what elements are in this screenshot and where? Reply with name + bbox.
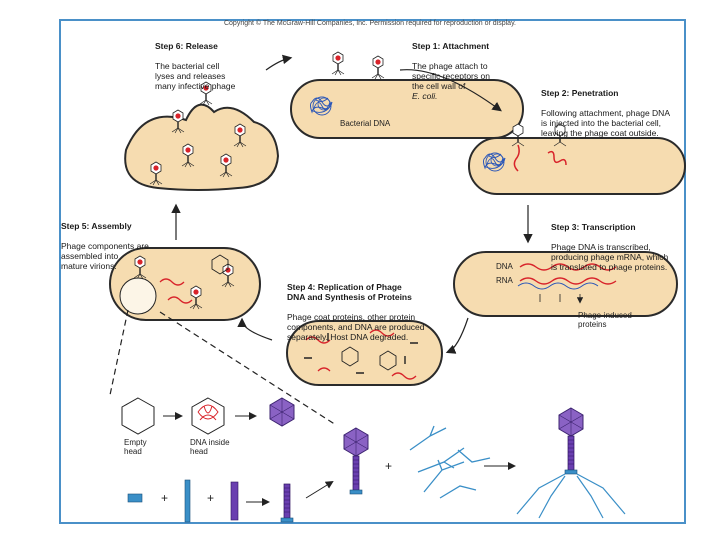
plus-sign-3: + — [385, 459, 393, 473]
step5-body: Phage components are assembled into matu… — [61, 241, 149, 271]
step2-title: Step 2: Penetration — [541, 88, 619, 98]
assembly-detail-tail — [127, 479, 334, 523]
step2-text: Step 2: Penetration Following attachment… — [541, 78, 670, 138]
empty-head-label: Empty head — [124, 438, 147, 456]
mature-phage — [516, 407, 626, 519]
step1-text: Step 1: Attachment The phage attach to s… — [412, 31, 490, 101]
bacterial-dna-label: Bacterial DNA — [340, 119, 391, 128]
cell-assembly — [109, 247, 261, 321]
step1-species: E. coli. — [412, 91, 438, 101]
step4-title: Step 4: Replication of Phage DNA and Syn… — [287, 282, 412, 302]
step3-title: Step 3: Transcription — [551, 222, 636, 232]
step6-body: The bacterial cell lyses and releases ma… — [155, 61, 236, 91]
step3-text: Step 3: Transcription Phage DNA is trans… — [551, 212, 668, 272]
rna-label: RNA — [496, 276, 513, 285]
callout-lines — [109, 309, 337, 426]
step5-title: Step 5: Assembly — [61, 221, 132, 231]
tail-fibers — [409, 425, 491, 499]
cell-attachment — [290, 51, 524, 139]
cell-release — [124, 81, 280, 191]
plus-sign-2: + — [207, 491, 215, 505]
cell-penetration — [468, 123, 686, 195]
step1-body: The phage attach to specific receptors o… — [412, 61, 490, 91]
cycle-arrows — [171, 54, 533, 354]
cell-replication — [286, 320, 443, 386]
plus-sign-1: + — [161, 491, 169, 505]
phage-head-tail — [343, 427, 369, 495]
step6-text: Step 6: Release The bacterial cell lyses… — [155, 31, 235, 91]
dna-inside-head-label: DNA inside head — [190, 438, 230, 456]
step3-body: Phage DNA is transcribed, producing phag… — [551, 242, 669, 272]
step4-body: Phage coat proteins, other protein compo… — [287, 312, 425, 342]
step2-body: Following attachment, phage DNA is injec… — [541, 108, 670, 138]
phage-proteins-label: Phage-induced proteins — [578, 311, 632, 329]
step4-text: Step 4: Replication of Phage DNA and Syn… — [287, 272, 425, 342]
step5-text: Step 5: Assembly Phage components are as… — [61, 211, 149, 271]
copyright-notice: Copyright © The McGraw-Hill Companies, I… — [223, 20, 516, 27]
figure-frame — [59, 19, 686, 524]
cell-transcription — [453, 251, 678, 317]
step6-title: Step 6: Release — [155, 41, 218, 51]
assembly-detail-heads — [121, 397, 295, 435]
dna-label: DNA — [496, 262, 513, 271]
step1-title: Step 1: Attachment — [412, 41, 490, 51]
